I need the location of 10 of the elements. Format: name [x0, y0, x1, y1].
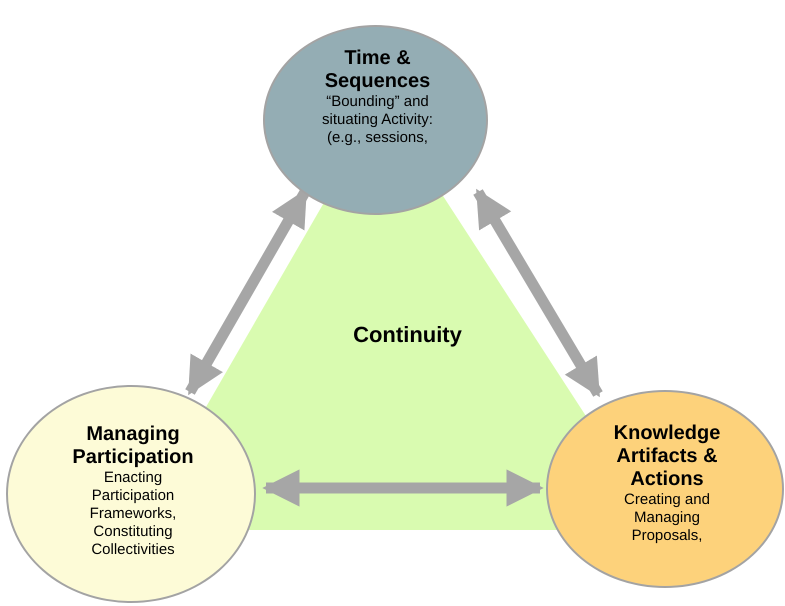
node-title: Time & Sequences: [324, 47, 432, 93]
node-description: Creating and Managing Proposals,: [623, 491, 711, 545]
node-title: Knowledge Artifacts & Actions: [612, 422, 722, 491]
double-arrow: [262, 469, 544, 507]
node-description: “Bounding” and situating Activity: (e.g., sessions,: [321, 93, 434, 147]
double-arrow: [185, 188, 310, 396]
double-arrow: [473, 188, 603, 398]
node-title: Managing Participation: [71, 423, 195, 469]
node-description: Enacting Participation Frameworks, Constituting Collectivities: [88, 469, 178, 559]
center-label: Continuity: [352, 321, 463, 349]
